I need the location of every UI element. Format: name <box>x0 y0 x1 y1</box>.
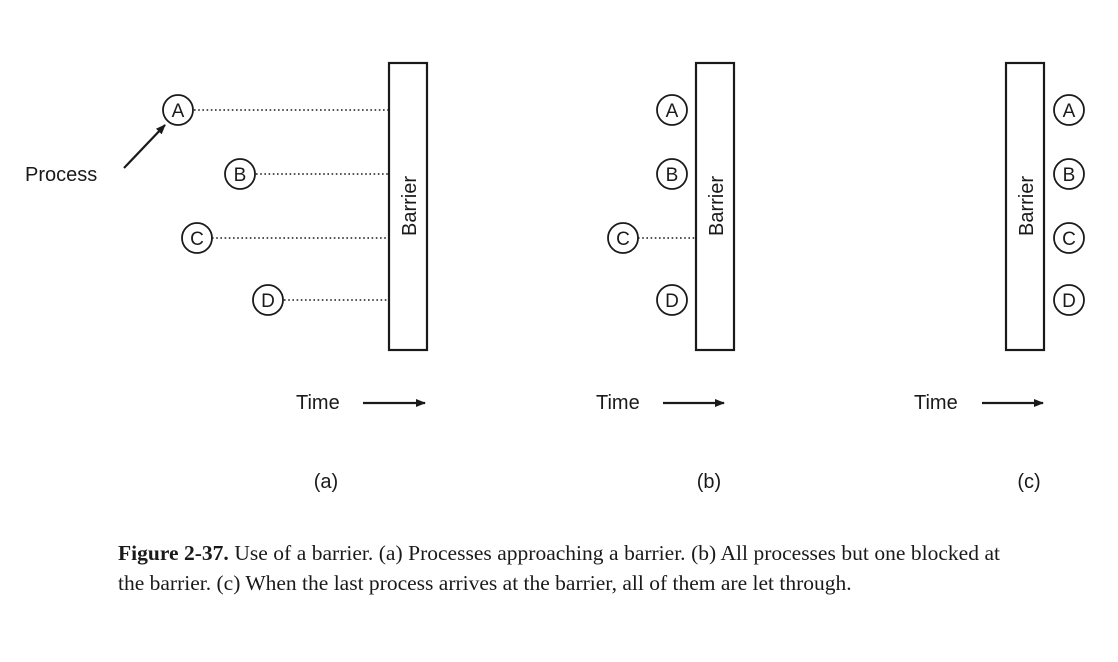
figure-number: Figure 2-37. <box>118 541 229 565</box>
process-label: B <box>234 165 247 186</box>
process-b-C: C <box>607 222 639 254</box>
process-b-D: D <box>656 284 688 316</box>
process-c-B: B <box>1053 158 1085 190</box>
caption-text: Use of a barrier. (a) Processes approach… <box>118 541 1000 595</box>
process-a-B: B <box>224 158 256 190</box>
process-label: C <box>616 229 630 250</box>
process-label: A <box>1063 101 1076 122</box>
process-label: D <box>1062 291 1076 312</box>
barrier-label-c: Barrier <box>1016 176 1038 236</box>
barrier-c <box>1004 61 1046 352</box>
process-c-D: D <box>1053 284 1085 316</box>
barrier-label-a: Barrier <box>399 176 421 236</box>
time-label-a: Time <box>296 392 340 414</box>
process-callout-label: Process <box>25 164 97 186</box>
barrier-a <box>387 61 429 352</box>
process-c-C: C <box>1053 222 1085 254</box>
time-label-b: Time <box>596 392 640 414</box>
panel-c: Barrier A B C D Time (c) <box>914 61 1085 493</box>
process-a-A: A <box>162 94 194 126</box>
panel-a: Barrier A B C D Process Time (a) <box>25 61 429 493</box>
panel-label-c: (c) <box>1017 471 1040 493</box>
process-a-C: C <box>181 222 213 254</box>
process-label: D <box>261 291 275 312</box>
barrier-diagram: Barrier A B C D Process Time (a) Barr <box>25 61 1085 493</box>
figure-caption: Figure 2-37. Use of a barrier. (a) Proce… <box>118 538 1000 598</box>
process-label: B <box>1063 165 1076 186</box>
panel-label-a: (a) <box>314 471 338 493</box>
process-label: B <box>666 165 679 186</box>
process-label: A <box>666 101 679 122</box>
process-label: C <box>1062 229 1076 250</box>
process-label: C <box>190 229 204 250</box>
panel-b: Barrier A B C D Time (b) <box>596 61 736 493</box>
process-c-A: A <box>1053 94 1085 126</box>
process-callout-arrow <box>123 124 166 169</box>
time-label-c: Time <box>914 392 958 414</box>
process-b-A: A <box>656 94 688 126</box>
process-a-D: D <box>252 284 284 316</box>
process-b-B: B <box>656 158 688 190</box>
barrier-label-b: Barrier <box>706 176 728 236</box>
panel-label-b: (b) <box>697 471 721 493</box>
process-label: A <box>172 101 185 122</box>
process-label: D <box>665 291 679 312</box>
barrier-b <box>694 61 736 352</box>
